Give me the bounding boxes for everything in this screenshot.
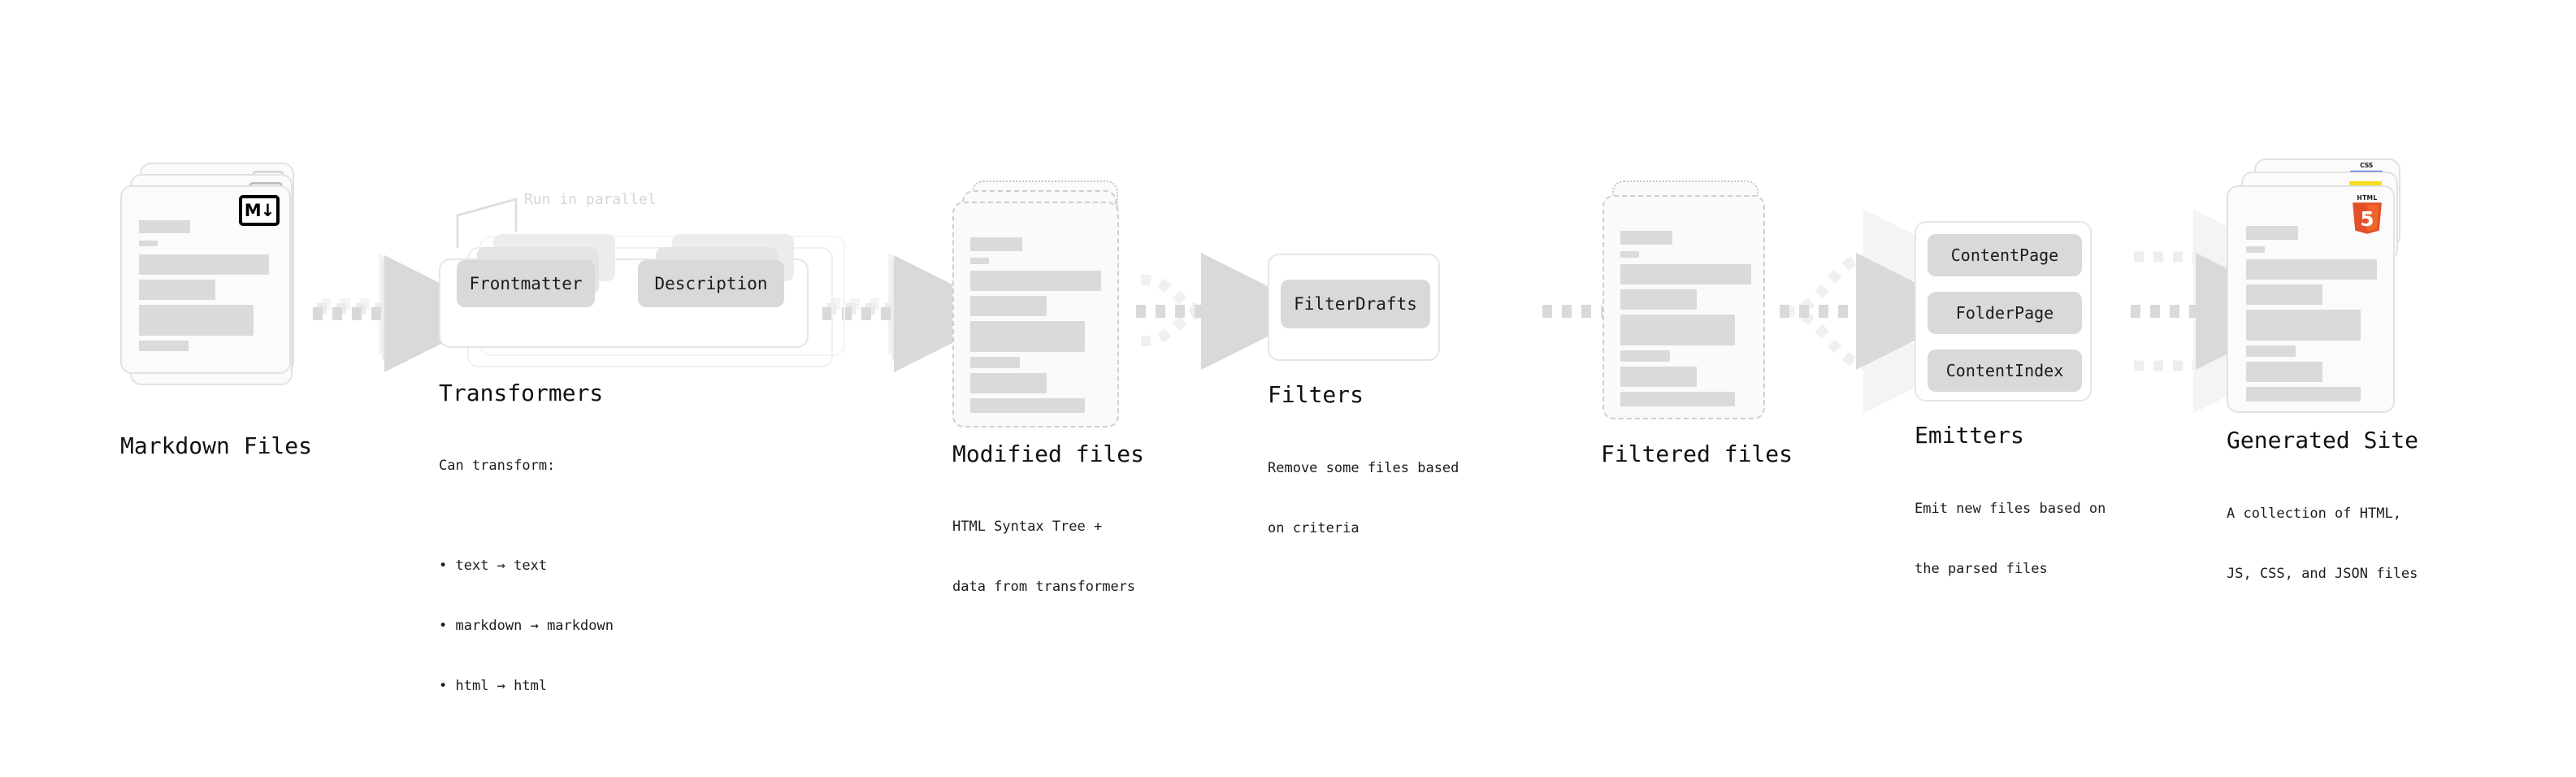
content-bar: [970, 373, 1047, 393]
filtered-file-front: [1602, 195, 1765, 419]
description-line: Remove some files based: [1268, 460, 1459, 477]
content-bar: [970, 321, 1085, 352]
stage-description-transformers: Can transform: • text → text • markdown …: [439, 416, 614, 777]
content-bar: [970, 296, 1047, 316]
stage-description-emitters: Emit new files based on the parsed files: [1915, 459, 2105, 619]
emitter-chip-label: ContentPage: [1950, 245, 2059, 265]
arrow-markdown-to-transformers: [313, 253, 501, 372]
stage-title-filters: Filters: [1268, 381, 1364, 408]
stage-title-modified-files: Modified files: [952, 441, 1145, 467]
transformers-group-box[interactable]: Frontmatter Description: [439, 234, 809, 348]
stage-title-emitters: Emitters: [1915, 422, 2024, 449]
description-line: HTML Syntax Tree +: [952, 519, 1103, 536]
content-bar: [1620, 367, 1697, 387]
css3-badge-label: CSS: [2360, 162, 2373, 169]
content-bar: [2246, 259, 2377, 280]
description-line: the parsed files: [1915, 561, 2048, 578]
markdown-file-stack: M↓ M↓ M↓: [120, 163, 307, 423]
stage-markdown-files: M↓ M↓ M↓ Markdown Files: [120, 163, 312, 459]
content-bar: [1620, 392, 1735, 406]
transformers-description-line: Can transform:: [439, 458, 556, 475]
content-bar: [139, 254, 269, 275]
content-bar: [2246, 226, 2298, 240]
stage-title-markdown-files: Markdown Files: [120, 432, 313, 459]
content-bar: [139, 341, 189, 351]
generated-file-content: [2228, 187, 2393, 411]
modified-file-stack: [952, 180, 1139, 441]
content-bar: [2246, 362, 2322, 382]
emitter-chip-contentpage[interactable]: ContentPage: [1928, 234, 2082, 276]
content-bar: [1620, 315, 1735, 345]
content-bar: [1620, 264, 1751, 284]
svg-text:HTML: HTML: [2357, 194, 2377, 202]
stage-description-filters: Remove some files based on criteria: [1268, 419, 1459, 579]
stage-generated-site: CSS HTML 5: [2227, 158, 2422, 582]
stage-title-generated-site: Generated Site: [2227, 427, 2419, 454]
content-bar: [2246, 387, 2361, 402]
content-bar: [1620, 231, 1672, 245]
modified-file-content: [954, 203, 1117, 426]
filter-chip-label: FilterDrafts: [1294, 294, 1417, 314]
description-line: JS, CSS, and JSON files: [2227, 566, 2418, 583]
transformers-bullet: • html → html: [439, 678, 548, 695]
description-line: A collection of HTML,: [2227, 506, 2401, 523]
stage-title-transformers: Transformers: [439, 380, 604, 406]
content-bar: [970, 258, 989, 264]
arrow-emitters-to-site: [2131, 209, 2313, 414]
generated-site-stack: CSS HTML 5: [2227, 158, 2422, 427]
transformer-chip-frontmatter[interactable]: Frontmatter: [457, 260, 595, 307]
description-line: Emit new files based on: [1915, 501, 2106, 518]
filter-chip-filterdrafts[interactable]: FilterDrafts: [1281, 280, 1430, 328]
content-bar: [139, 305, 254, 336]
filtered-file-stack: [1593, 180, 1780, 441]
content-bar: [1620, 289, 1697, 310]
content-bar: [2246, 246, 2265, 253]
transformers-bullet: • text → text: [439, 558, 548, 575]
transformers-bullet: • markdown → markdown: [439, 618, 614, 635]
emitter-chip-contentindex[interactable]: ContentIndex: [1928, 349, 2082, 392]
pipeline-diagram: M↓ M↓ M↓ Markdown Files: [120, 158, 2422, 694]
stage-filtered-files: Filtered files: [1593, 180, 1793, 467]
content-bar: [1620, 251, 1639, 258]
html5-badge-icon: HTML 5: [2353, 194, 2382, 234]
filtered-file-content: [1604, 197, 1763, 418]
content-bar: [970, 398, 1085, 413]
emitters-group-box[interactable]: ContentPage FolderPage ContentIndex: [1915, 221, 2092, 402]
generated-file-html: HTML 5: [2227, 185, 2395, 413]
arrow-modified-to-filters: [1136, 253, 1318, 370]
transformers-bullet-list: • text → text • markdown → markdown • ht…: [439, 516, 614, 736]
content-bar: [2246, 345, 2296, 357]
stage-title-filtered-files: Filtered files: [1601, 441, 1793, 467]
markdown-badge-icon: M↓: [239, 195, 280, 226]
content-bar: [139, 280, 215, 300]
content-bar: [139, 241, 158, 246]
emitter-chip-label: ContentIndex: [1945, 361, 2064, 380]
modified-file-front: [952, 202, 1119, 428]
content-bar: [1620, 350, 1670, 362]
svg-text:5: 5: [2360, 207, 2374, 231]
filters-group-box[interactable]: FilterDrafts: [1268, 254, 1440, 361]
emitter-chip-label: FolderPage: [1955, 303, 2054, 323]
run-in-parallel-label: Run in parallel: [524, 191, 657, 208]
content-bar: [970, 237, 1022, 251]
stage-description-modified-files: HTML Syntax Tree + data from transformer…: [952, 477, 1135, 637]
description-line: data from transformers: [952, 579, 1136, 596]
emitter-chip-folderpage[interactable]: FolderPage: [1928, 292, 2082, 334]
description-line: on criteria: [1268, 520, 1360, 537]
arrow-filtered-to-emitters: [1780, 209, 1973, 414]
content-bar: [2246, 310, 2361, 341]
content-bar: [139, 220, 190, 233]
transformer-chip-description[interactable]: Description: [638, 260, 784, 307]
markdown-file-front: M↓: [120, 185, 291, 374]
content-bar: [970, 271, 1101, 291]
stage-description-generated-site: A collection of HTML, JS, CSS, and JSON …: [2227, 464, 2418, 624]
transformer-chip-label: Frontmatter: [469, 274, 583, 293]
stage-modified-files: Modified files HTML Syntax Tree + data f…: [952, 180, 1144, 595]
transformer-chip-label: Description: [654, 274, 768, 293]
content-bar: [2246, 284, 2322, 305]
content-bar: [970, 357, 1020, 368]
markdown-file-content: [122, 187, 289, 372]
